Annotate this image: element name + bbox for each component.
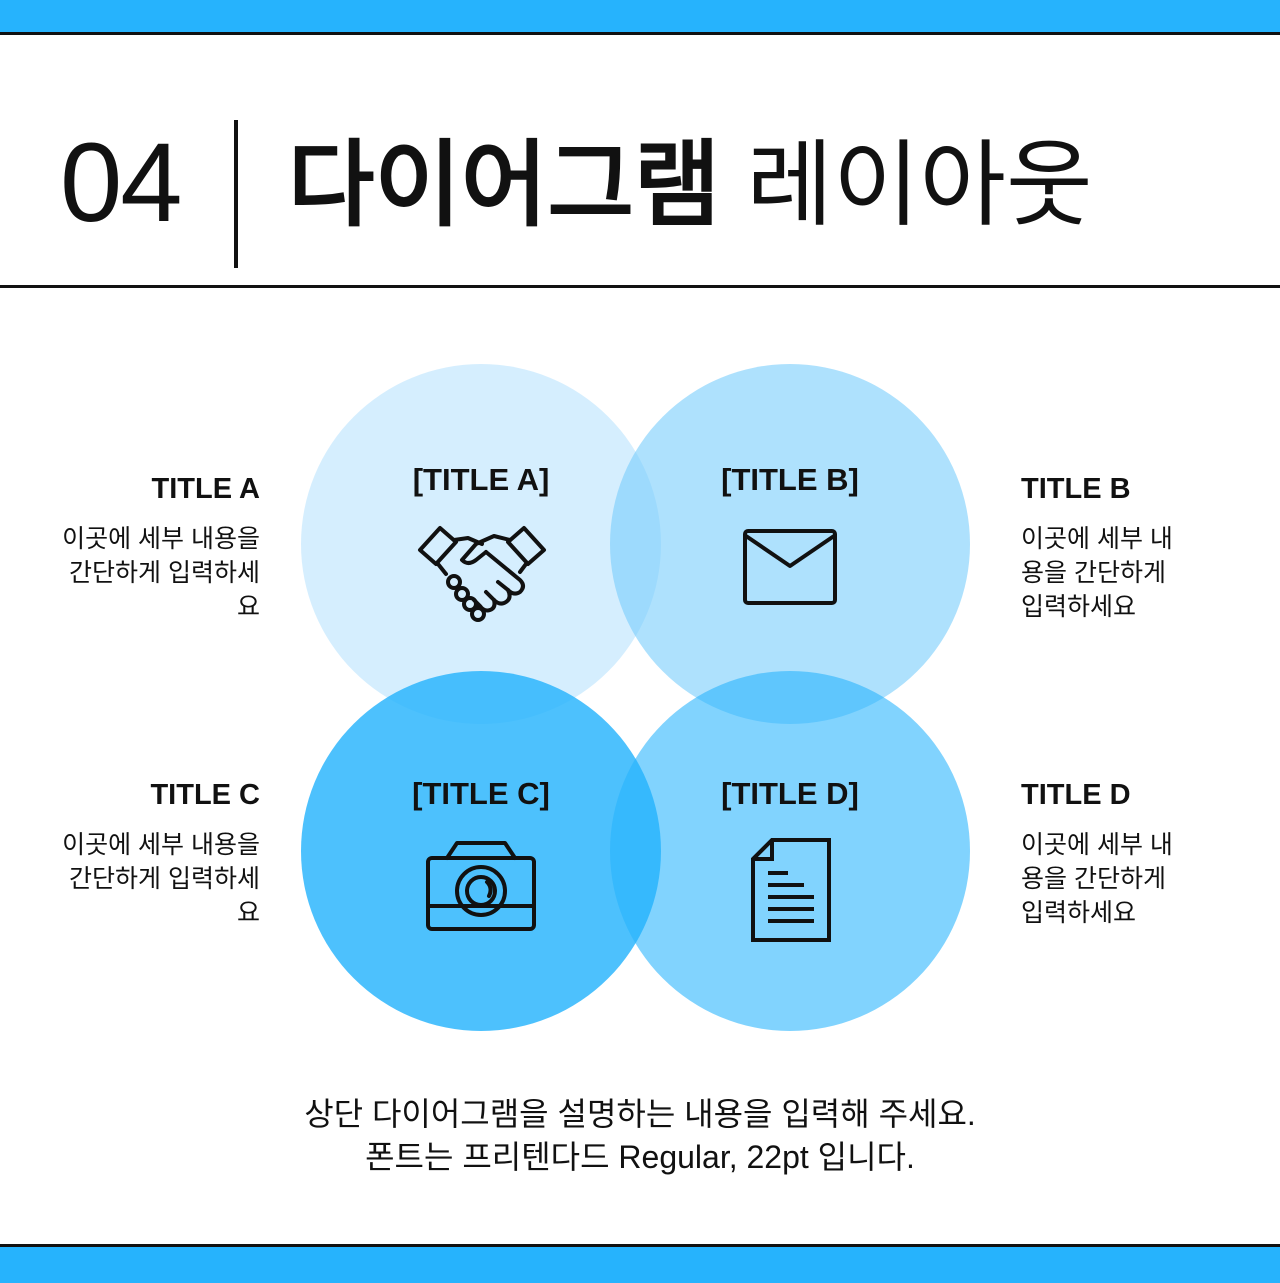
section-number: 04 (60, 120, 183, 245)
side-title-c: TITLE C (150, 779, 260, 811)
circle-d-title: [TITLE D] (721, 776, 859, 811)
footer-line-1: 상단 다이어그램을 설명하는 내용을 입력해 주세요. (304, 1096, 976, 1132)
handshake-icon (418, 526, 546, 622)
circle-c-title: [TITLE C] (412, 776, 550, 811)
side-desc-b: 이곳에 세부 내용을 간단하게 입력하세요 (1021, 525, 1173, 621)
circle-b (610, 364, 970, 724)
document-icon (751, 838, 831, 942)
side-desc-d: 이곳에 세부 내용을 간단하게 입력하세요 (1021, 831, 1173, 927)
envelope-icon (743, 529, 837, 605)
header: 04 다이어그램 레이아웃 (0, 35, 1280, 288)
side-desc-a: 이곳에 세부 내용을 간단하게 입력하세요 (62, 525, 260, 621)
footer-line-2: 폰트는 프리텐다드 Regular, 22pt 입니다. (365, 1139, 915, 1175)
circle-a-title: [TITLE A] (412, 462, 550, 497)
circle-b-title: [TITLE B] (721, 462, 859, 497)
circle-d (610, 671, 970, 1031)
side-title-b: TITLE B (1021, 473, 1131, 505)
footer-description: 상단 다이어그램을 설명하는 내용을 입력해 주세요. 폰트는 프리텐다드 Re… (0, 1093, 1280, 1179)
circle-c (301, 671, 661, 1031)
header-divider (234, 120, 238, 268)
bottom-accent-bar (0, 1244, 1280, 1283)
side-desc-c: 이곳에 세부 내용을 간단하게 입력하세요 (62, 831, 260, 927)
side-title-a: TITLE A (151, 473, 260, 505)
page-title-bold: 다이어그램 (288, 132, 721, 237)
camera-icon (426, 841, 536, 931)
side-title-d: TITLE D (1021, 779, 1131, 811)
top-accent-bar (0, 0, 1280, 35)
page-title-light: 레이아웃 (746, 132, 1093, 237)
page-title: 다이어그램 레이아웃 (288, 138, 1092, 232)
